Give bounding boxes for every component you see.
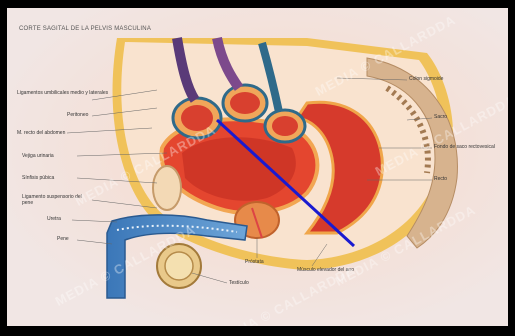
- label-prostata: Próstata: [245, 259, 264, 265]
- label-ligamento-suspensorio: Ligamento suspensorio del pene: [22, 194, 94, 206]
- label-testiculo: Testículo: [229, 280, 249, 286]
- label-sinfisis: Sínfisis púbica: [22, 175, 54, 181]
- label-recto: Recto: [434, 176, 447, 182]
- label-peritoneo: Peritoneo: [67, 112, 88, 118]
- label-ligamentos: Ligamentos umbilicales medio y laterales: [17, 90, 108, 96]
- pubic-symphysis: [153, 166, 181, 210]
- label-musculo-recto: M. recto del abdomen: [17, 130, 65, 136]
- label-musculo-elevador: Músculo elevador del ano: [297, 267, 354, 273]
- testicle: [165, 252, 193, 280]
- diagram-frame: CORTE SAGITAL DE LA PELVIS MASCULINA Lig…: [7, 8, 508, 326]
- label-fondo-saco: Fondo de saco rectovesical: [434, 144, 495, 150]
- label-sacro: Sacro: [434, 114, 447, 120]
- label-colon-sigmoide: Colon sigmoide: [409, 76, 443, 82]
- diagram-title: CORTE SAGITAL DE LA PELVIS MASCULINA: [19, 26, 151, 32]
- label-pene: Pene: [57, 236, 69, 242]
- label-vejiga: Vejiga urinaria: [22, 153, 54, 159]
- pelvis-illustration: [7, 8, 508, 326]
- label-uretra: Uretra: [47, 216, 61, 222]
